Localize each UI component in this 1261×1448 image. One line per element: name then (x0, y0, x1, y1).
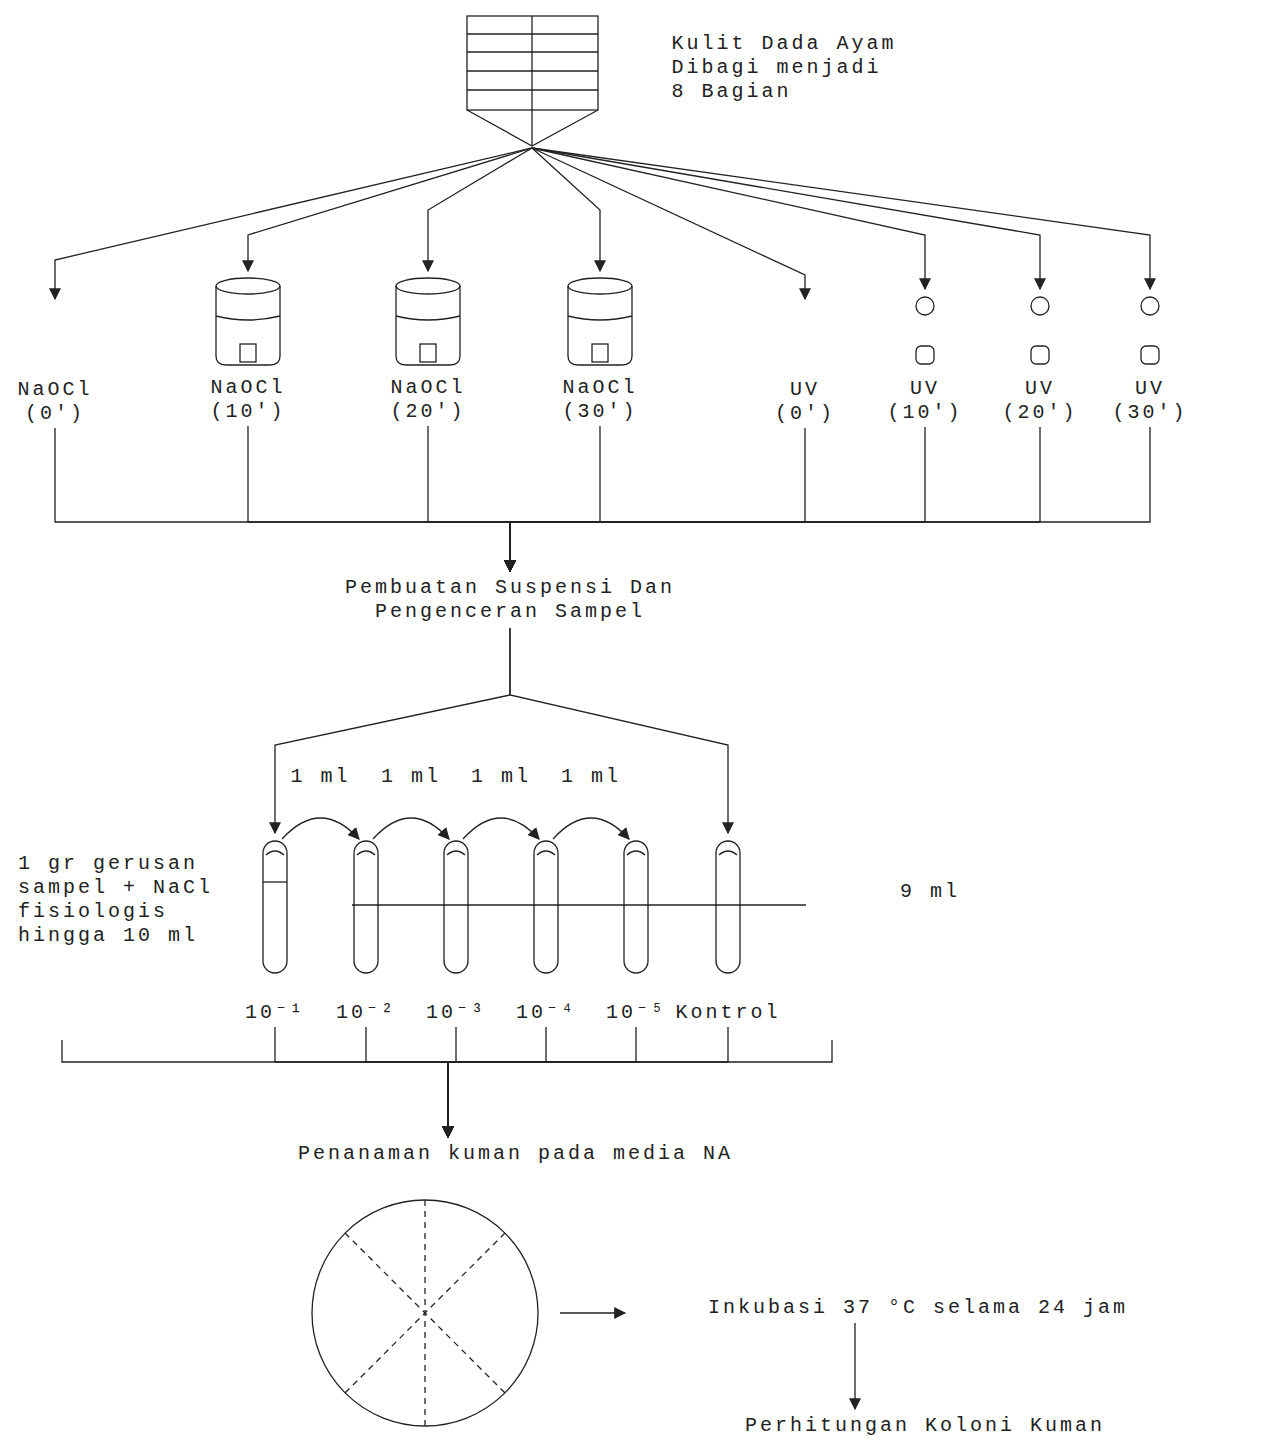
flow-connector (510, 427, 925, 571)
flow-connector (428, 148, 532, 271)
process-step: UV (0′) (760, 300, 850, 426)
sample-note: 1 gr gerusan sampel + NaCl fisiologis hi… (18, 852, 230, 948)
beaker-icon (212, 276, 284, 368)
agar-plate (312, 1200, 538, 1426)
tube-node: 10⁻⁵ (602, 835, 670, 1025)
flow-connector (510, 427, 1040, 571)
test-tube (713, 839, 743, 975)
sample-icon (1135, 294, 1165, 369)
test-tube (531, 839, 561, 975)
flow-connector (854, 1323, 855, 1409)
beaker-icon (564, 276, 636, 368)
flow-connector (532, 148, 925, 289)
flow-connector (532, 148, 1040, 289)
step-text: UV (10′) (883, 377, 967, 425)
step-text: NaOCl (10′) (198, 376, 298, 424)
process-step: NaOCl (30′) (550, 272, 650, 424)
process-step: UV (10′) (883, 290, 967, 425)
transfer-volume: 1 ml (469, 765, 533, 789)
transfer-volume: 1 ml (379, 765, 443, 789)
process-step: Pembuatan Suspensi Dan Pengenceran Sampe… (338, 572, 683, 624)
process-step: Kulit Dada Ayam Dibagi menjadi 8 Bagian (465, 10, 600, 148)
step-text: UV (30′) (1108, 377, 1192, 425)
flow-connector (532, 148, 600, 271)
flow-connector (510, 427, 1150, 571)
flow-connector (532, 148, 805, 299)
tube-node: 10⁻² (332, 835, 400, 1025)
process-step: Inkubasi 37 °C selama 24 jam (708, 1292, 1128, 1320)
process-step: NaOCl (10′) (198, 272, 298, 424)
flow-connector (275, 1027, 448, 1137)
step-text: 10⁻⁵ (602, 1001, 670, 1025)
flow-connector (55, 428, 510, 571)
process-step: UV (30′) (1108, 290, 1192, 425)
flow-connector (275, 628, 510, 833)
step-text: 10⁻⁴ (512, 1001, 580, 1025)
sample-icon (1025, 294, 1055, 369)
step-text: Inkubasi 37 °C selama 24 jam (708, 1296, 1128, 1320)
process-step: UV (20′) (998, 290, 1082, 425)
plate-arrow (560, 1312, 625, 1313)
process-step: Penanaman kuman pada media NA (298, 1138, 733, 1166)
test-tube (441, 839, 471, 975)
step-text: Pembuatan Suspensi Dan Pengenceran Sampe… (338, 576, 683, 624)
tube-node: Kontrol (672, 835, 785, 1025)
plate-sector-lines (345, 1200, 505, 1426)
process-step: Perhitungan Koloni Kuman (745, 1410, 1105, 1438)
flow-connector (366, 1027, 448, 1137)
flow-connector (448, 1027, 636, 1137)
step-text: 10⁻¹ (241, 1001, 309, 1025)
step-text: NaOCl (0′) (5, 378, 105, 426)
flow-connector (463, 818, 539, 839)
step-text: UV (0′) (760, 378, 850, 426)
tube-node: 10⁻³ (422, 835, 490, 1025)
tube-node: 10⁻⁴ (512, 835, 580, 1025)
flow-connector (55, 148, 532, 299)
flow-connector (282, 818, 359, 839)
flow-connector (448, 1027, 728, 1137)
process-step: NaOCl (20′) (378, 272, 478, 424)
transfer-volume: 1 ml (288, 765, 352, 789)
step-text: Perhitungan Koloni Kuman (745, 1414, 1105, 1438)
flow-connector (510, 426, 600, 571)
bracket-end (62, 1040, 832, 1062)
process-step: NaOCl (0′) (5, 300, 105, 426)
test-tube (351, 839, 381, 975)
test-tube (260, 839, 290, 975)
flow-connector (373, 818, 449, 839)
tube-node: 10⁻¹ (241, 835, 309, 1025)
flow-connector (448, 1027, 456, 1137)
step-text: Penanaman kuman pada media NA (298, 1142, 733, 1166)
step-text: UV (20′) (998, 377, 1082, 425)
step-text: 10⁻³ (422, 1001, 490, 1025)
flow-connector (248, 426, 510, 571)
flow-connector (428, 426, 510, 571)
step-text: NaOCl (30′) (550, 376, 650, 424)
skin-grid (465, 14, 600, 148)
sample-icon (910, 294, 940, 369)
volume-label: 9 ml (900, 880, 960, 904)
flow-connector (510, 428, 805, 571)
beaker-icon (392, 276, 464, 368)
step-text: 10⁻² (332, 1001, 400, 1025)
step-text: NaOCl (20′) (378, 376, 478, 424)
flow-connector (448, 1027, 546, 1137)
flow-connector (248, 148, 532, 271)
node-heading: Kulit Dada Ayam Dibagi menjadi 8 Bagian (672, 32, 907, 104)
flow-connector (510, 628, 728, 833)
flow-connector (532, 148, 1150, 289)
step-text: Kontrol (672, 1001, 785, 1025)
flow-connector (553, 818, 629, 839)
transfer-volume: 1 ml (559, 765, 623, 789)
test-tube (621, 839, 651, 975)
liquid-level (352, 904, 806, 905)
